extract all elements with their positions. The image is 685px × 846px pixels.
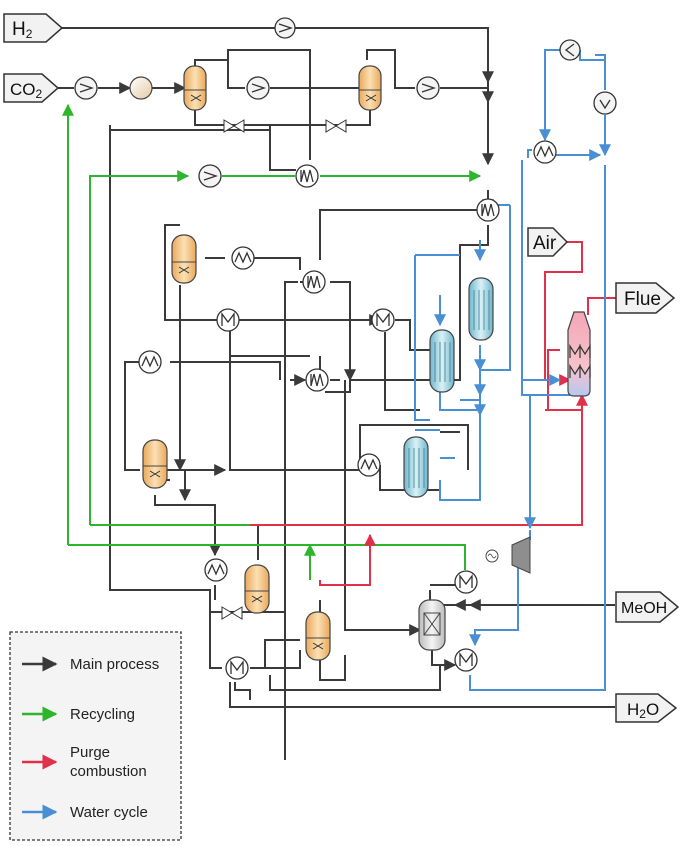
compressor-icon [274, 17, 296, 39]
svg-text:Water cycle: Water cycle [70, 804, 148, 821]
flash-vessel [358, 65, 382, 111]
compressor-icon [416, 76, 440, 100]
compressor-icon [198, 164, 222, 188]
stream-h2: H2 [3, 13, 64, 43]
heat-exchanger-icon [216, 308, 240, 332]
heat-exchanger-icon [225, 656, 249, 680]
recycle-lines [62, 103, 482, 580]
compressor-icon [74, 76, 98, 100]
flash-vessel [244, 564, 270, 614]
flash-vessel [171, 234, 197, 284]
pump-icon [559, 39, 581, 61]
water-lines [414, 49, 611, 691]
flash-vessel [183, 65, 207, 111]
tubular-reactor [429, 329, 455, 393]
svg-text:combustion: combustion [70, 763, 147, 780]
stream-meoh: MeOH [615, 591, 680, 623]
stream-co2: CO2 [3, 73, 60, 103]
heat-exchanger-icon [454, 570, 478, 594]
purge-furnace [567, 311, 591, 397]
heat-exchanger-icon [454, 648, 478, 672]
heat-exchanger-icon [302, 270, 326, 294]
legend-item-recycling: Recycling [22, 706, 135, 723]
cooler-icon [533, 140, 557, 164]
svg-text:Recycling: Recycling [70, 706, 135, 723]
flash-vessel [142, 439, 168, 489]
svg-text:Purge: Purge [70, 744, 110, 761]
cooler-icon [357, 453, 381, 477]
distillation-column [418, 599, 446, 651]
cooler-icon [231, 246, 255, 270]
svg-text:Flue: Flue [624, 289, 661, 310]
pump-icon [593, 91, 617, 115]
heat-exchanger-icon [476, 198, 500, 222]
svg-text:Main process: Main process [70, 656, 159, 673]
svg-text:CO2: CO2 [10, 80, 43, 101]
valve-icon [221, 119, 347, 620]
purge-lines [250, 241, 625, 586]
tubular-reactor [468, 277, 494, 341]
compressor-icon [246, 76, 270, 100]
svg-text:MeOH: MeOH [621, 600, 667, 617]
flash-vessel [305, 611, 331, 661]
stream-flue: Flue [615, 282, 676, 314]
stream-air: Air [527, 227, 569, 257]
svg-text:Air: Air [533, 233, 557, 254]
svg-text:H2O: H2O [627, 700, 659, 721]
cooler-icon [204, 558, 228, 582]
legend: Main process Recycling Purge combustion … [9, 631, 182, 841]
mixer-sphere [129, 76, 153, 100]
legend-item-water: Water cycle [22, 804, 148, 821]
svg-text:H2: H2 [12, 19, 33, 41]
heat-exchanger-icon [295, 164, 319, 188]
heat-exchanger-icon [305, 368, 329, 392]
legend-item-main: Main process [22, 656, 159, 673]
stream-h2o: H2O [615, 693, 678, 723]
heat-exchanger-icon [371, 308, 395, 332]
turbine-icon [485, 536, 531, 574]
cooler-icon [138, 350, 162, 374]
tubular-reactor [403, 436, 429, 498]
legend-item-purge: Purge combustion [22, 744, 147, 780]
